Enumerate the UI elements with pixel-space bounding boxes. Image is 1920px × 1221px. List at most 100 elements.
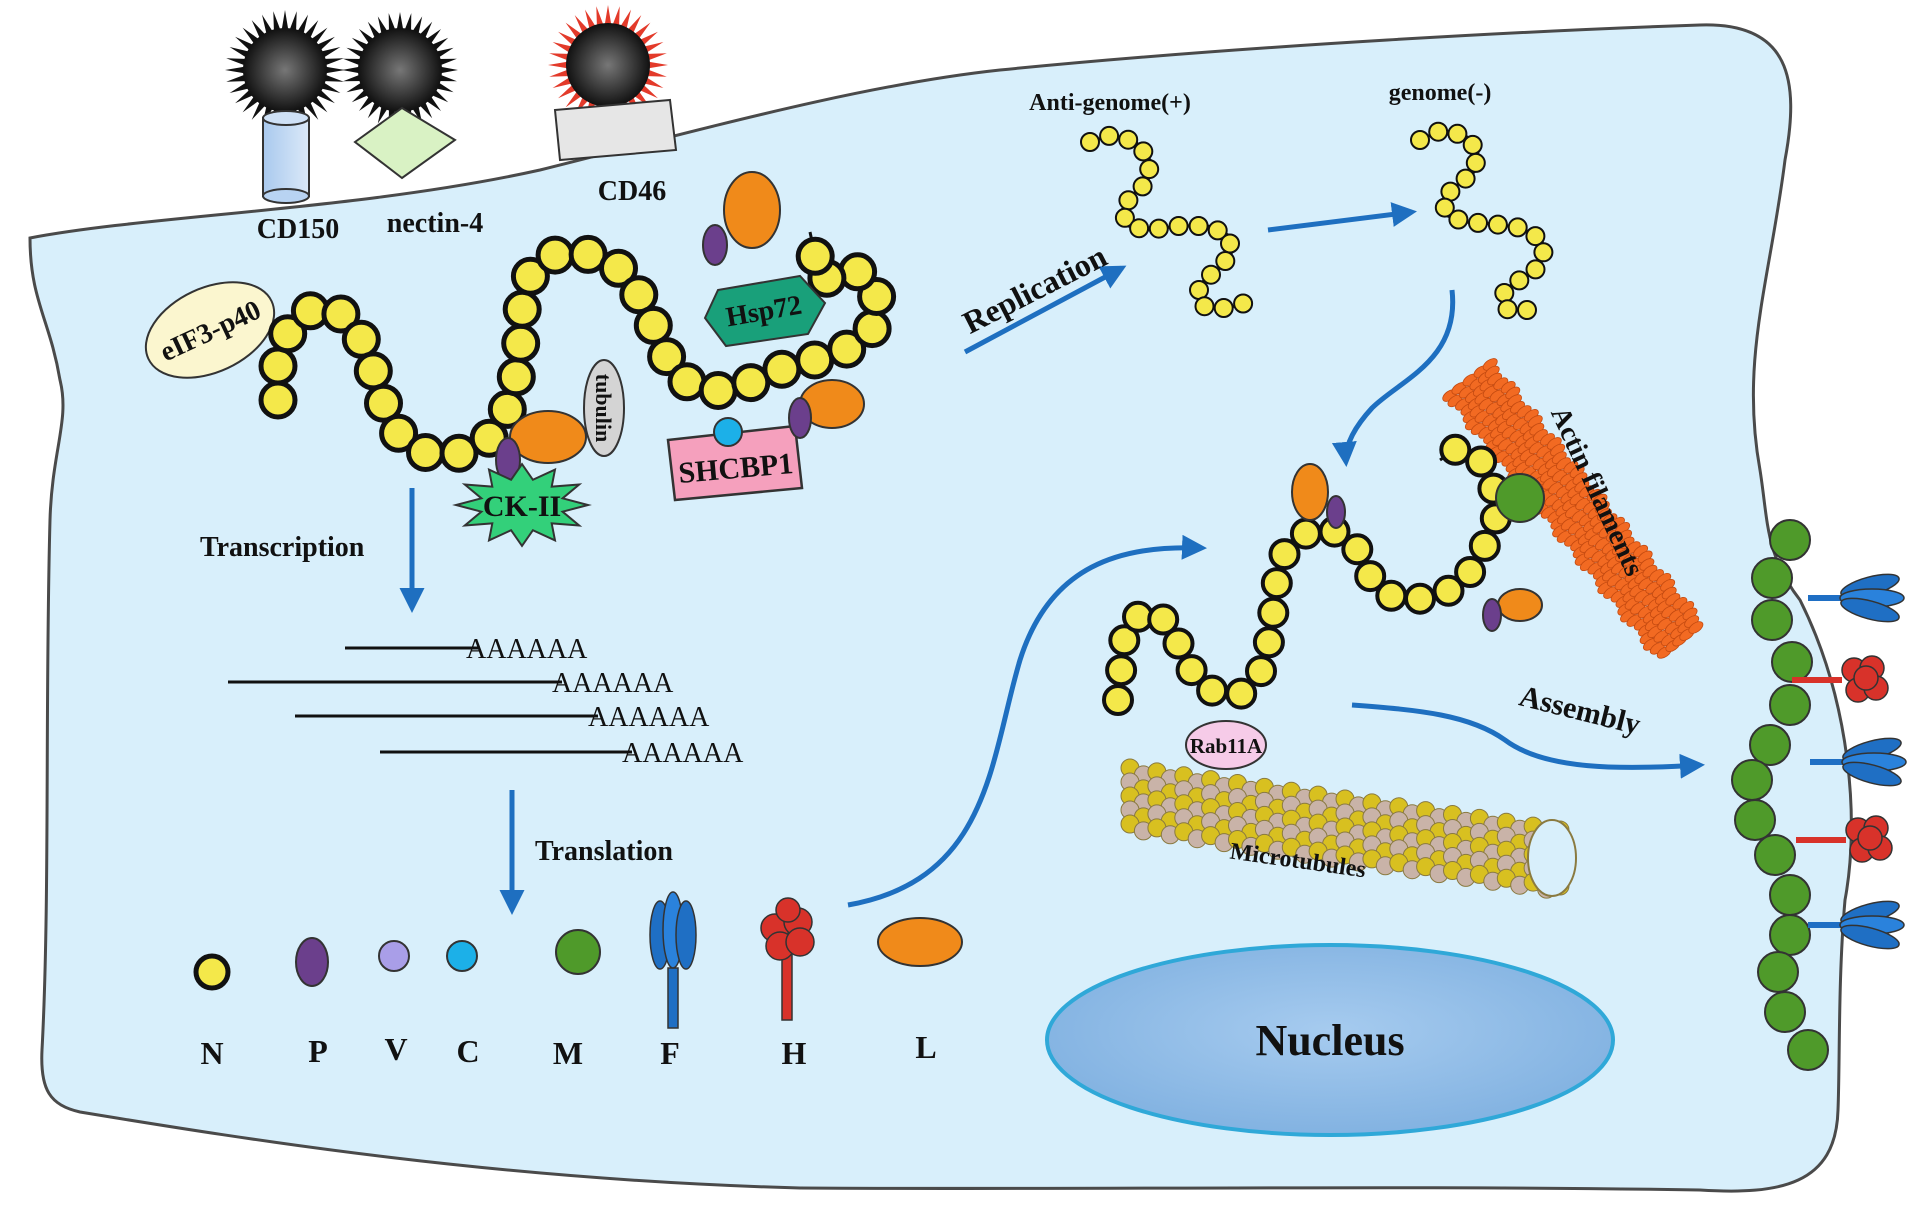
n-protein-bead [1080, 132, 1100, 152]
n-protein-bead [268, 314, 308, 354]
m-protein-membrane [1751, 599, 1793, 641]
f-protein-icon [649, 891, 697, 1029]
n-protein-bead [1139, 159, 1160, 180]
n-protein-bead [1220, 233, 1240, 254]
n-protein-bead [1102, 684, 1134, 716]
m-protein-membrane [1771, 641, 1813, 683]
n-protein-bead [698, 371, 738, 410]
n-protein-bead [1439, 433, 1472, 466]
n-protein-bead [1132, 176, 1153, 197]
protein-legend: N P V C M F H L [193, 891, 963, 1071]
n-protein-bead [1252, 626, 1285, 659]
n-protein-bead [1525, 226, 1546, 247]
n-protein-bead [341, 319, 381, 359]
n-protein-bead [1168, 216, 1189, 236]
n-protein-bead [1260, 567, 1293, 600]
tubulin: tubulin [583, 359, 625, 457]
n-protein-bead [439, 433, 479, 473]
nectin4-receptor [353, 106, 457, 180]
n-protein-bead [1432, 574, 1465, 607]
m-label: M [553, 1035, 583, 1071]
l-protein-icon [877, 917, 963, 967]
m-protein-membrane [1757, 951, 1799, 993]
v-label: V [384, 1031, 407, 1067]
ck2-kinase: CK-II [452, 462, 592, 548]
l-label: L [915, 1029, 936, 1065]
n-protein-bead [1194, 296, 1215, 317]
n-protein-bead [1188, 216, 1209, 236]
n-protein-bead [599, 248, 638, 288]
f-label: F [660, 1035, 680, 1071]
n-protein-bead [406, 433, 445, 472]
n-protein-bead [1105, 654, 1138, 687]
p-protein-icon [295, 937, 329, 987]
actin-filaments [1442, 358, 1704, 659]
n-protein-bead [258, 346, 298, 386]
v-protein-icon [378, 940, 410, 972]
n-protein-bead [1494, 283, 1515, 303]
m-protein-membrane [1769, 519, 1811, 561]
n-protein-bead [379, 413, 419, 453]
microtubules [1120, 758, 1577, 899]
n-protein-bead [1233, 293, 1254, 314]
n-protein-bead [1341, 533, 1374, 566]
genome-to-rnp-arrow [1331, 289, 1456, 467]
n-protein-bead [502, 289, 542, 329]
nucleus: Nucleus [1045, 943, 1615, 1137]
mrna-list: AAAAAA AAAAAA AAAAAA AAAAAA [228, 634, 744, 769]
virion-cd46 [548, 5, 668, 125]
l-protein-hsp [723, 171, 781, 249]
l-protein-rnp2-bottom [1497, 588, 1543, 622]
h-glycoprotein-head [1857, 825, 1883, 851]
n-protein-bead [827, 329, 867, 369]
assembly-arrow [1351, 702, 1705, 779]
polya-tail: AAAAAA [588, 702, 710, 733]
h-protein-icon [760, 897, 815, 1021]
n-protein-bead [1225, 677, 1258, 710]
n-protein-bead [1108, 624, 1141, 657]
antigenome-strand [1080, 125, 1254, 318]
n-protein-bead [1118, 190, 1139, 211]
shcbp1: SHCBP1 [666, 417, 804, 502]
p-protein-rnp2-top [1326, 495, 1346, 529]
n-protein-bead [1213, 298, 1234, 318]
replication-arrow [963, 265, 1127, 355]
n-protein-bead [535, 235, 575, 275]
m-protein-membrane [1787, 1029, 1829, 1071]
antigenome-label: Anti-genome(+) [1029, 90, 1191, 116]
n-protein-bead [1465, 445, 1498, 478]
virion-nectin4 [342, 12, 458, 128]
n-protein-bead [1162, 627, 1195, 660]
n-protein-bead [1148, 218, 1169, 239]
c-label: C [456, 1033, 479, 1069]
svg-text:Rab11A: Rab11A [1190, 734, 1263, 758]
svg-text:Nucleus: Nucleus [1255, 1016, 1404, 1065]
n-protein-bead [1468, 529, 1501, 562]
f-glycoprotein-head [1842, 761, 1902, 787]
p-protein-shcbp1 [788, 397, 812, 439]
n-protein-bead [619, 275, 659, 315]
n-protein-bead [1525, 259, 1546, 280]
m-protein-membrane [1769, 914, 1811, 956]
n-protein-bead [1175, 654, 1208, 687]
m-protein-membrane [1749, 724, 1791, 766]
h-label: H [782, 1035, 807, 1071]
translation-label: Translation [535, 836, 673, 867]
hsp72: Hsp72 [703, 274, 827, 348]
n-protein-bead [1507, 217, 1528, 238]
m-protein-rnp2 [1495, 473, 1545, 523]
n-protein-bead [795, 236, 835, 276]
n-protein-bead [1448, 209, 1469, 230]
rnp-nucleocapsid-main [258, 231, 897, 473]
polya-tail: AAAAAA [622, 738, 744, 769]
n-protein-bead [1517, 300, 1537, 320]
n-protein-bead [1533, 242, 1554, 263]
p-protein-rnp2-bottom [1482, 598, 1502, 632]
polya-tail: AAAAAA [552, 668, 674, 699]
n-protein-bead [1129, 218, 1150, 239]
n-protein-bead [1487, 214, 1508, 235]
n-protein-bead [364, 383, 403, 423]
rab11a: Rab11A [1185, 720, 1267, 770]
l-protein-bound-1 [509, 410, 587, 464]
n-protein-bead [1201, 264, 1221, 285]
